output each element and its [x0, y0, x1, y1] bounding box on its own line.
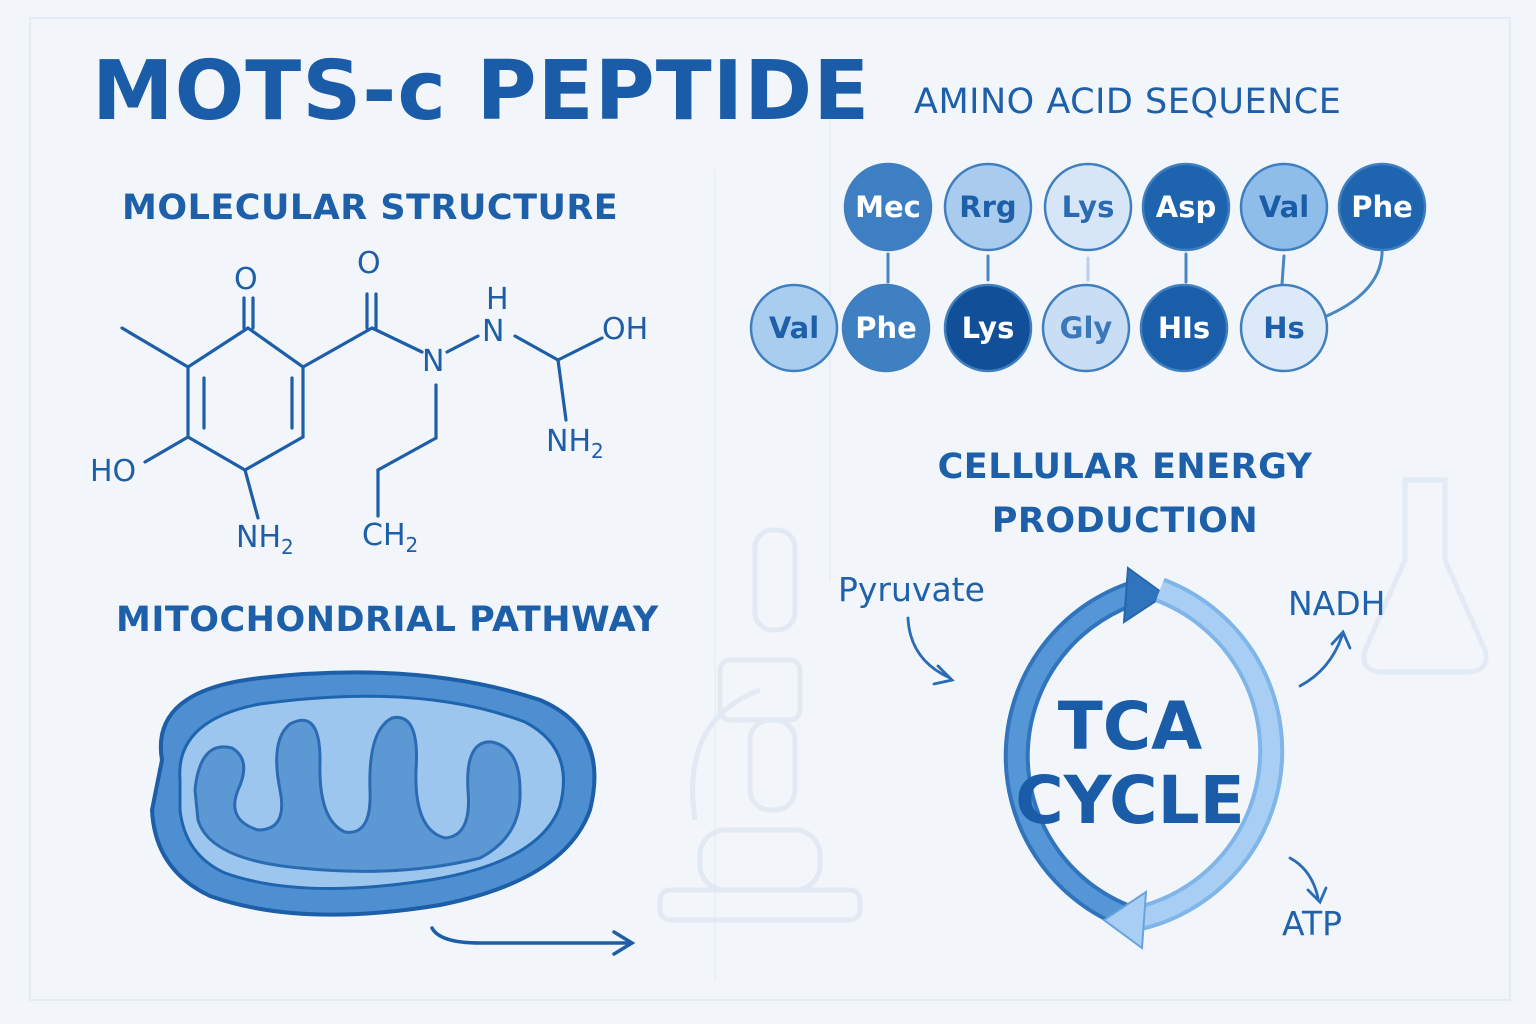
atom-ho: HO [90, 454, 137, 489]
residue-label: Lys [962, 311, 1015, 345]
tca-flow-arrows [906, 616, 1352, 905]
residue-circle [1239, 283, 1329, 373]
tca-cycle-icon [1003, 566, 1285, 950]
atom-nh2-right: NH2 [546, 424, 604, 463]
residue-label: Gly [1060, 311, 1113, 345]
residue-label: Lys [1062, 190, 1115, 224]
atom-oh: OH [602, 312, 649, 347]
residue-circle [841, 283, 931, 373]
atom-nh2-bottom: NH2 [236, 520, 294, 559]
tca-cycle-label: TCA CYCLE [1005, 690, 1255, 838]
residue-label: Hs [1263, 311, 1305, 345]
residue-top-3: Asp [1141, 162, 1231, 252]
residue-label: Phe [1351, 190, 1413, 224]
nh2-right-text: NH [546, 424, 591, 459]
mitochondrion-icon [149, 670, 597, 917]
atom-n-amine: N [482, 314, 505, 349]
residue-circle [1139, 283, 1229, 373]
residue-label: Phe [855, 311, 917, 345]
heading-energy-line2: PRODUCTION [991, 501, 1259, 541]
residue-circle [1239, 162, 1329, 252]
heading-energy-line1: CELLULAR ENERGY [937, 447, 1313, 487]
residue-top-5: Phe [1337, 162, 1427, 252]
pathway-arrow-icon [430, 926, 636, 956]
ch2-text: CH [362, 518, 406, 553]
atom-ch2: CH2 [362, 518, 418, 557]
nadh-label: NADH [1288, 584, 1386, 623]
residue-label: Rrg [959, 190, 1016, 224]
heading-cellular-energy: CELLULAR ENERGY PRODUCTION [900, 440, 1350, 548]
atom-h: H [486, 282, 509, 317]
atom-o-ketone: O [234, 262, 258, 297]
residue-circle [1141, 162, 1231, 252]
tca-line2: CYCLE [1015, 762, 1245, 839]
residue-circle [749, 283, 839, 373]
nh2-bottom-text: NH [236, 520, 281, 555]
heading-molecular-structure: MOLECULAR STRUCTURE [122, 188, 619, 228]
residue-top-0: Mec [843, 162, 933, 252]
ch2-subscript: 2 [405, 533, 419, 557]
heading-mitochondrial-pathway: MITOCHONDRIAL PATHWAY [116, 600, 659, 640]
residue-circle [943, 283, 1033, 373]
atom-n-center: N [422, 344, 445, 379]
nh2-right-subscript: 2 [591, 439, 604, 463]
residue-label: HIs [1158, 311, 1210, 345]
residue-top-1: Rrg [943, 162, 1033, 252]
atp-arrow-icon [1288, 856, 1320, 900]
page-title: MOTS-c PEPTIDE [92, 44, 871, 139]
molecular-structure [120, 292, 604, 520]
sequence-connectors [886, 244, 1384, 320]
residue-circle [843, 162, 933, 252]
residue-label: Val [769, 311, 819, 345]
tca-line1: TCA [1057, 688, 1203, 765]
pyruvate-arrow-icon [906, 616, 952, 680]
residue-label: Val [1259, 190, 1309, 224]
nh2-bottom-subscript: 2 [281, 535, 294, 559]
residue-bottom-1: Phe [841, 283, 931, 373]
frame [29, 17, 1511, 1001]
residue-bottom-0: Val [749, 283, 839, 373]
residue-bottom-2: Lys [943, 283, 1033, 373]
residue-bottom-5: Hs [1239, 283, 1329, 373]
atom-o-carbonyl: O [357, 246, 381, 281]
residue-circle [1337, 162, 1427, 252]
flask-watermark-icon [1361, 477, 1489, 675]
nadh-arrow-icon [1298, 634, 1344, 688]
residue-label: Asp [1156, 190, 1216, 224]
microscope-watermark-icon [657, 527, 863, 923]
residue-label: Mec [855, 190, 921, 224]
residue-circle [1041, 283, 1131, 373]
residue-circle [943, 162, 1033, 252]
residue-circle [1043, 162, 1133, 252]
atp-label: ATP [1282, 904, 1343, 943]
residue-bottom-4: HIs [1139, 283, 1229, 373]
pyruvate-label: Pyruvate [838, 570, 985, 609]
heading-amino-acid-sequence: AMINO ACID SEQUENCE [914, 82, 1342, 122]
residue-top-4: Val [1239, 162, 1329, 252]
residue-top-2: Lys [1043, 162, 1133, 252]
residue-bottom-3: Gly [1041, 283, 1131, 373]
